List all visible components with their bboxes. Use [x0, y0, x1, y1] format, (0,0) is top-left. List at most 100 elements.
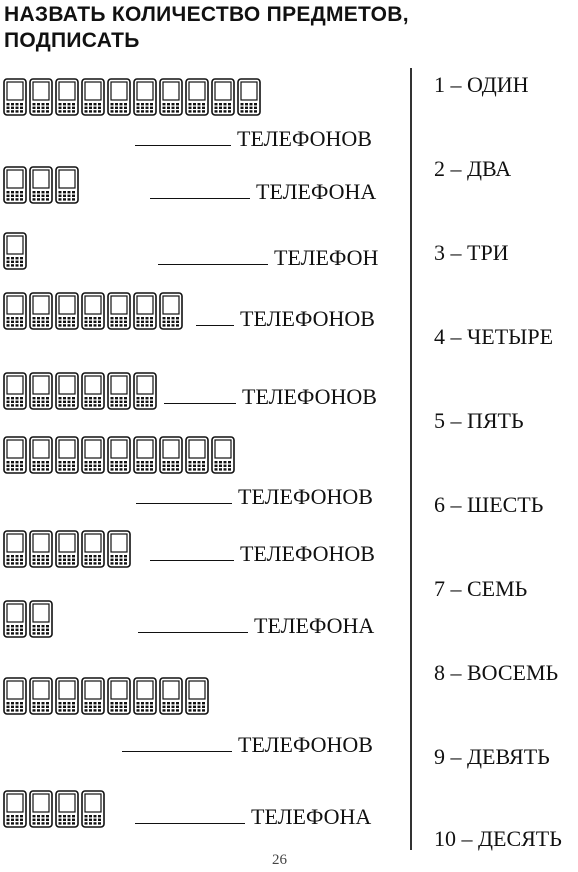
noun-label: ТЕЛЕФОН	[274, 245, 379, 270]
answer-blank[interactable]	[150, 182, 250, 199]
answer-blank[interactable]	[122, 735, 232, 752]
mobile-phone-icon	[29, 292, 53, 330]
number-word: 2 – ДВА	[434, 156, 512, 181]
mobile-phone-icon	[3, 530, 27, 568]
answer-line: ТЕЛЕФОНОВ	[122, 733, 373, 757]
answer-line: ТЕЛЕФОНОВ	[135, 127, 372, 151]
mobile-phone-icon	[3, 232, 27, 270]
mobile-phone-icon	[29, 530, 53, 568]
mobile-phone-icon	[3, 600, 27, 638]
mobile-phone-icon	[185, 78, 209, 116]
mobile-phone-icon	[133, 292, 157, 330]
phone-group	[3, 530, 133, 568]
mobile-phone-icon	[29, 436, 53, 474]
mobile-phone-icon	[133, 436, 157, 474]
page-number: 26	[272, 852, 287, 868]
answer-blank[interactable]	[150, 544, 234, 561]
mobile-phone-icon	[159, 436, 183, 474]
noun-label: ТЕЛЕФОНОВ	[242, 384, 377, 409]
answer-blank[interactable]	[136, 487, 232, 504]
mobile-phone-icon	[81, 78, 105, 116]
answer-line: ТЕЛЕФОНОВ	[164, 385, 377, 409]
noun-label: ТЕЛЕФОНОВ	[238, 732, 373, 757]
mobile-phone-icon	[81, 677, 105, 715]
mobile-phone-icon	[29, 600, 53, 638]
mobile-phone-icon	[55, 372, 79, 410]
answer-blank[interactable]	[138, 616, 248, 633]
number-word: 10 – ДЕСЯТЬ	[434, 826, 562, 851]
answer-blank[interactable]	[158, 248, 268, 265]
mobile-phone-icon	[55, 677, 79, 715]
mobile-phone-icon	[3, 790, 27, 828]
phone-group	[3, 372, 159, 410]
noun-label: ТЕЛЕФОНОВ	[240, 306, 375, 331]
phone-group	[3, 790, 107, 828]
answer-blank[interactable]	[135, 129, 231, 146]
mobile-phone-icon	[55, 166, 79, 204]
number-word: 1 – ОДИН	[434, 72, 529, 97]
page-title: НАЗВАТЬ КОЛИЧЕСТВО ПРЕДМЕТОВ, ПОДПИСАТЬ	[4, 3, 409, 52]
mobile-phone-icon	[159, 677, 183, 715]
mobile-phone-icon	[29, 78, 53, 116]
column-divider	[410, 68, 412, 850]
mobile-phone-icon	[3, 78, 27, 116]
mobile-phone-icon	[81, 436, 105, 474]
mobile-phone-icon	[159, 292, 183, 330]
answer-line: ТЕЛЕФОНА	[135, 805, 371, 829]
answer-line: ТЕЛЕФОНА	[150, 180, 376, 204]
mobile-phone-icon	[81, 530, 105, 568]
mobile-phone-icon	[55, 530, 79, 568]
mobile-phone-icon	[29, 790, 53, 828]
mobile-phone-icon	[3, 372, 27, 410]
mobile-phone-icon	[107, 530, 131, 568]
answer-blank[interactable]	[196, 309, 234, 326]
answer-blank[interactable]	[135, 807, 245, 824]
mobile-phone-icon	[29, 372, 53, 410]
mobile-phone-icon	[55, 790, 79, 828]
mobile-phone-icon	[107, 677, 131, 715]
mobile-phone-icon	[3, 292, 27, 330]
noun-label: ТЕЛЕФОНОВ	[240, 541, 375, 566]
mobile-phone-icon	[3, 677, 27, 715]
number-word: 8 – ВОСЕМЬ	[434, 660, 559, 685]
mobile-phone-icon	[133, 372, 157, 410]
number-word: 7 – СЕМЬ	[434, 576, 528, 601]
phone-group	[3, 292, 185, 330]
mobile-phone-icon	[107, 78, 131, 116]
number-word: 4 – ЧЕТЫРЕ	[434, 324, 554, 349]
phone-group	[3, 232, 29, 270]
answer-line: ТЕЛЕФОНОВ	[150, 542, 375, 566]
answer-line: ТЕЛЕФОН	[158, 246, 378, 270]
mobile-phone-icon	[81, 372, 105, 410]
mobile-phone-icon	[29, 677, 53, 715]
mobile-phone-icon	[3, 166, 27, 204]
mobile-phone-icon	[211, 78, 235, 116]
mobile-phone-icon	[237, 78, 261, 116]
number-word: 9 – ДЕВЯТЬ	[434, 744, 550, 769]
number-word: 5 – ПЯТЬ	[434, 408, 524, 433]
answer-line: ТЕЛЕФОНОВ	[136, 485, 373, 509]
mobile-phone-icon	[81, 292, 105, 330]
phone-group	[3, 166, 81, 204]
mobile-phone-icon	[29, 166, 53, 204]
phone-group	[3, 677, 211, 715]
answer-blank[interactable]	[164, 387, 236, 404]
phone-group	[3, 436, 237, 474]
number-word: 6 – ШЕСТЬ	[434, 492, 544, 517]
mobile-phone-icon	[55, 78, 79, 116]
noun-label: ТЕЛЕФОНА	[256, 179, 377, 204]
mobile-phone-icon	[133, 78, 157, 116]
noun-label: ТЕЛЕФОНА	[251, 804, 372, 829]
phone-group	[3, 78, 263, 116]
mobile-phone-icon	[211, 436, 235, 474]
answer-line: ТЕЛЕФОНА	[138, 614, 374, 638]
phone-group	[3, 600, 55, 638]
noun-label: ТЕЛЕФОНОВ	[238, 484, 373, 509]
noun-label: ТЕЛЕФОНОВ	[237, 126, 372, 151]
mobile-phone-icon	[55, 436, 79, 474]
mobile-phone-icon	[107, 292, 131, 330]
mobile-phone-icon	[107, 436, 131, 474]
noun-label: ТЕЛЕФОНА	[254, 613, 375, 638]
mobile-phone-icon	[133, 677, 157, 715]
number-word: 3 – ТРИ	[434, 240, 509, 265]
